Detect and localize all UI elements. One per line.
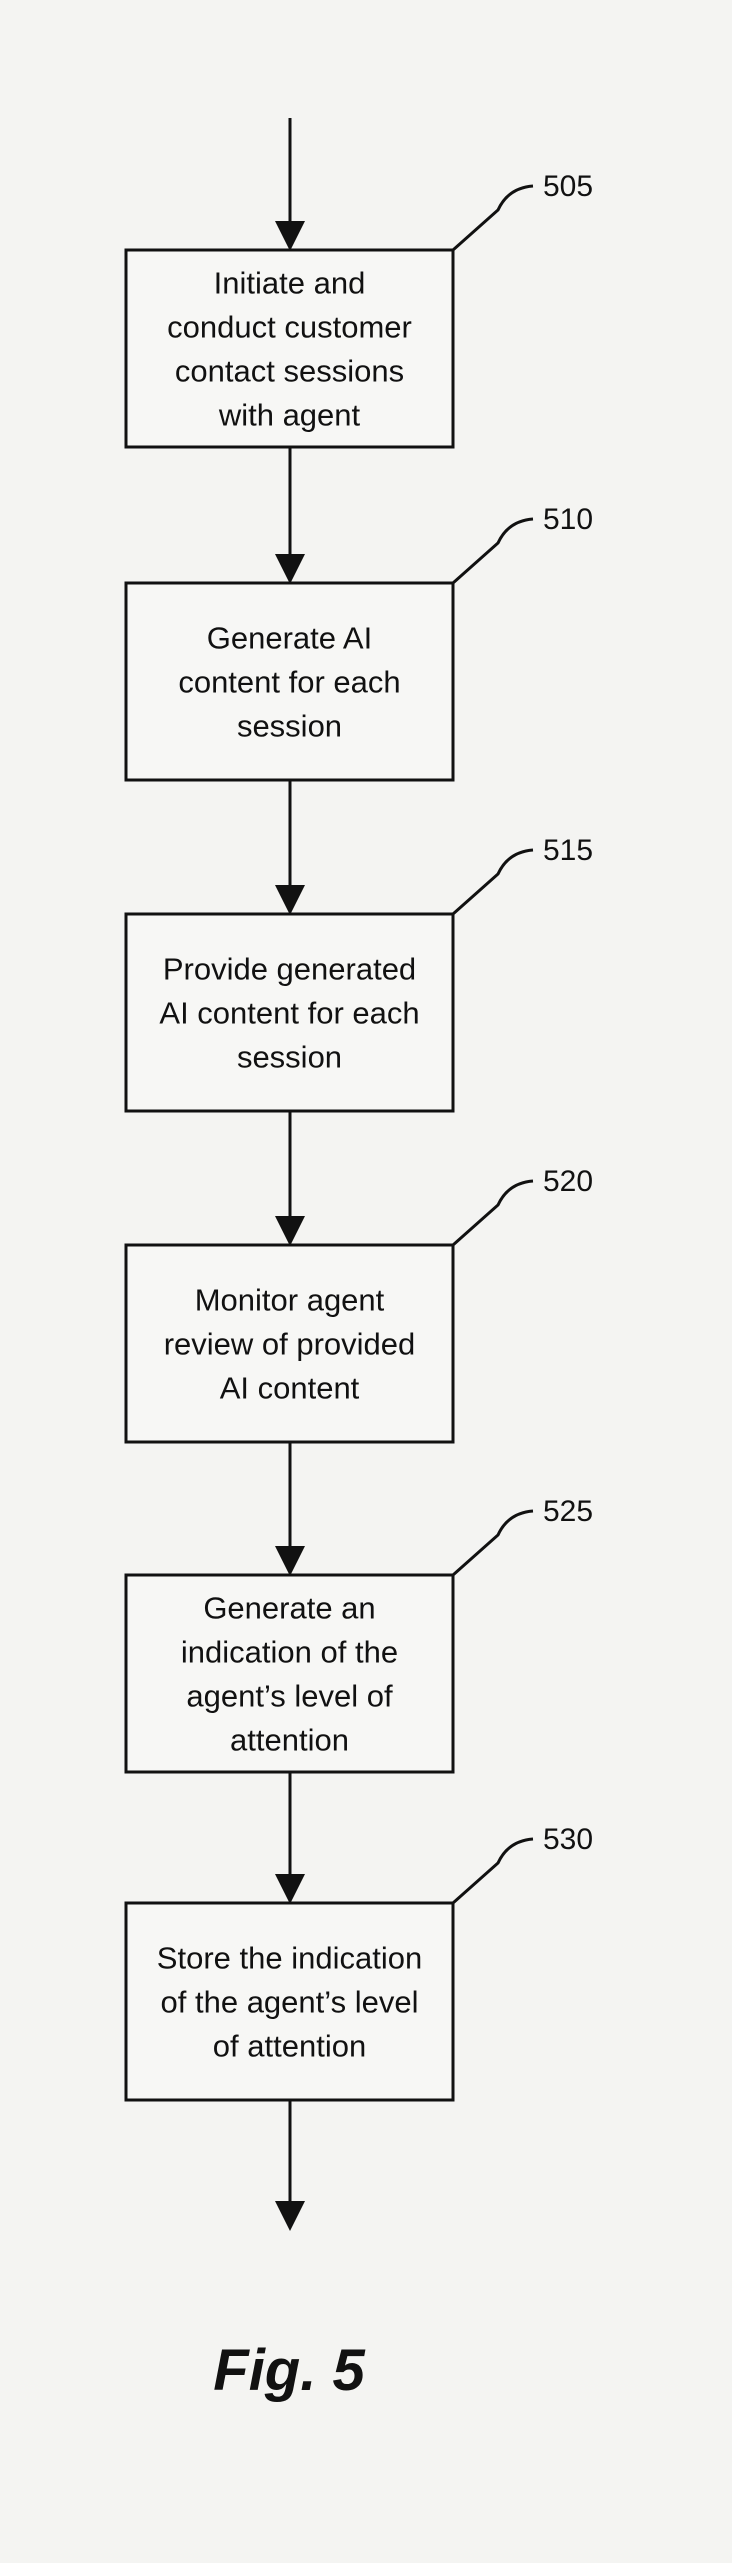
steps-layer: Initiate and conduct customer contact sess… <box>126 170 593 2100</box>
step-text-line: conduct customer <box>167 310 412 345</box>
leader-line <box>453 1511 533 1575</box>
reference-number: 520 <box>543 1165 593 1198</box>
leader-line <box>453 186 533 250</box>
step-text-line: content for each <box>178 665 400 700</box>
reference-number: 510 <box>543 503 593 536</box>
leader-line <box>453 1839 533 1903</box>
leader-line <box>453 519 533 583</box>
figure-caption: Fig. 5 <box>213 2338 365 2403</box>
step-text-line: attention <box>230 1723 349 1758</box>
step-text-line: review of provided <box>164 1327 416 1362</box>
step-text-line: Initiate and <box>214 266 366 301</box>
leader-line <box>453 1181 533 1245</box>
step-text-line: Generate AI <box>207 621 372 656</box>
step-text-line: indication of the <box>181 1635 398 1670</box>
step-text-line: AI content for each <box>159 996 419 1031</box>
step-text-line: AI content <box>220 1371 360 1406</box>
step-525: Generate an indication of the agent’s leve… <box>126 1495 593 1772</box>
step-530: Store the indication of the agent’s level… <box>126 1823 593 2100</box>
step-text-line: Monitor agent <box>195 1283 385 1318</box>
step-text-line: Generate an <box>203 1591 375 1626</box>
step-text-line: agent’s level of <box>186 1679 393 1714</box>
step-520: Monitor agent review of provided AI conten… <box>126 1165 593 1442</box>
reference-number: 515 <box>543 834 593 867</box>
step-text-line: contact sessions <box>175 354 404 389</box>
step-515: Provide generated AI content for each sess… <box>126 834 593 1111</box>
reference-number: 505 <box>543 170 593 203</box>
step-text-line: session <box>237 709 342 744</box>
leader-line <box>453 850 533 914</box>
step-510: Generate AI content for each session 510 <box>126 503 593 780</box>
step-text-line: of attention <box>213 2029 366 2064</box>
reference-number: 530 <box>543 1823 593 1856</box>
step-text-line: of the agent’s level <box>161 1985 419 2020</box>
step-text-line: with agent <box>218 398 361 433</box>
step-505: Initiate and conduct customer contact sess… <box>126 170 593 447</box>
reference-number: 525 <box>543 1495 593 1528</box>
step-text-line: Provide generated <box>163 952 416 987</box>
step-text-line: session <box>237 1040 342 1075</box>
step-text-line: Store the indication <box>157 1941 422 1976</box>
